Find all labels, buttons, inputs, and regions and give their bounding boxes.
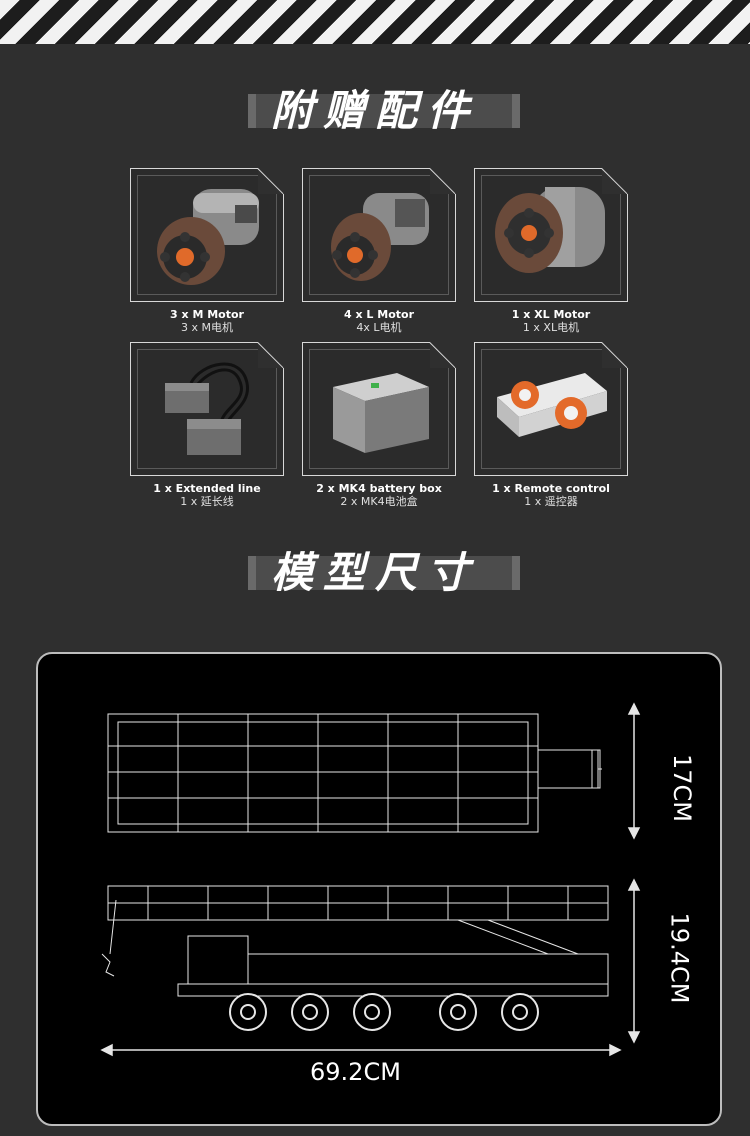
accessory-sublabel: 1 x 遥控器 xyxy=(524,495,578,508)
accessory-label: 3 x M Motor xyxy=(170,308,244,321)
size-section-title: 模型尺寸 xyxy=(0,548,750,598)
accessory-label: 2 x MK4 battery box xyxy=(316,482,442,495)
crane-blueprint xyxy=(100,702,641,1057)
accessory-label: 1 x XL Motor xyxy=(511,308,591,321)
accessory-sublabel: 2 x MK4电池盒 xyxy=(340,495,418,508)
accessory-sublabel: 1 x XL电机 xyxy=(522,321,580,334)
accessory-frame xyxy=(130,342,284,476)
accessory-item-xl-motor: 1 x XL Motor 1 x XL电机 xyxy=(474,168,628,334)
accessory-item-l-motor: 4 x L Motor 4x L电机 xyxy=(302,168,456,334)
height-dimension-label: 19.4CM xyxy=(665,912,694,1004)
extension-cable-icon xyxy=(165,362,249,455)
accessory-item-m-motor: 3 x M Motor 3 x M电机 xyxy=(130,168,284,334)
length-dimension-label: 69.2CM xyxy=(310,1058,401,1086)
accessory-frame xyxy=(474,168,628,302)
accessory-frame xyxy=(130,168,284,302)
dimension-panel: 17CM 19.4CM 69.2CM xyxy=(36,652,722,1126)
accessory-sublabel: 4x L电机 xyxy=(356,321,402,334)
accessory-label: 1 x Extended line xyxy=(153,482,261,495)
m-motor-icon xyxy=(157,189,259,285)
size-title-text: 模型尺寸 xyxy=(270,548,479,597)
accessory-label: 1 x Remote control xyxy=(492,482,610,495)
accessory-frame xyxy=(474,342,628,476)
header-stripe-bar xyxy=(0,0,750,48)
width-dimension-label: 17CM xyxy=(668,753,697,823)
accessory-frame xyxy=(302,168,456,302)
remote-control-icon xyxy=(497,373,607,437)
accessory-frame xyxy=(302,342,456,476)
xl-motor-icon xyxy=(495,187,605,273)
title-bar-decoration xyxy=(248,94,520,128)
accessory-item-extended-line: 1 x Extended line 1 x 延长线 xyxy=(130,342,284,508)
accessories-title-text: 附赠配件 xyxy=(270,86,479,135)
battery-box-icon xyxy=(333,373,429,453)
title-bar-decoration xyxy=(248,556,520,590)
accessories-section-title: 附赠配件 xyxy=(0,86,750,136)
accessory-item-remote-control: 1 x Remote control 1 x 遥控器 xyxy=(474,342,628,508)
accessory-item-battery-box: 2 x MK4 battery box 2 x MK4电池盒 xyxy=(302,342,456,508)
accessory-label: 4 x L Motor xyxy=(344,308,414,321)
accessory-sublabel: 1 x 延长线 xyxy=(180,495,234,508)
l-motor-icon xyxy=(331,193,429,281)
accessory-sublabel: 3 x M电机 xyxy=(181,321,233,334)
